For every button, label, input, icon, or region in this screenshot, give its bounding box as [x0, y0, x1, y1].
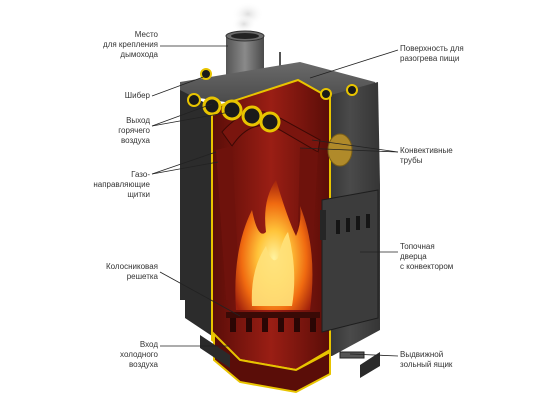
label-hot-air-outlet: Выход горячего воздуха	[118, 116, 150, 145]
label-firebox-door: Топочная дверца с конвектором	[400, 242, 454, 271]
outlet-ring	[259, 111, 281, 133]
door-handle	[320, 210, 326, 240]
ash-drawer-handle	[339, 351, 365, 359]
label-ash-drawer: Выдвижной зольный ящик	[400, 350, 453, 369]
label-damper: Шибер	[124, 91, 150, 100]
label-chimney-mount: Место для крепления дымохода	[103, 30, 158, 59]
outlet-ring	[202, 96, 222, 116]
ash-chamber	[213, 331, 331, 394]
leader-lines	[151, 45, 399, 357]
label-cold-air-inlet: Вход холодного воздуха	[120, 340, 158, 369]
stove-leg	[360, 352, 380, 378]
fire	[235, 180, 313, 310]
hot-air-outlets	[187, 68, 358, 133]
grate	[226, 312, 320, 332]
label-grate: Колосниковая решетка	[105, 262, 158, 281]
label-convection-tubes: Конвективные трубы	[400, 146, 453, 165]
firebox-door	[320, 189, 379, 333]
outlet-ring	[241, 105, 263, 127]
stove-left-side	[180, 90, 215, 338]
label-gas-baffles: Газо- направляющие щитки	[93, 170, 150, 199]
outlet-ring	[187, 93, 201, 107]
stove-leg	[200, 335, 230, 368]
outlet-ring	[320, 88, 332, 100]
outlet-ring	[346, 84, 358, 96]
outlet-ring	[221, 99, 243, 121]
label-cooking-surface: Поверхность для разогрева пищи	[400, 44, 464, 63]
gas-baffle-left	[216, 146, 240, 300]
smoke	[232, 2, 264, 33]
